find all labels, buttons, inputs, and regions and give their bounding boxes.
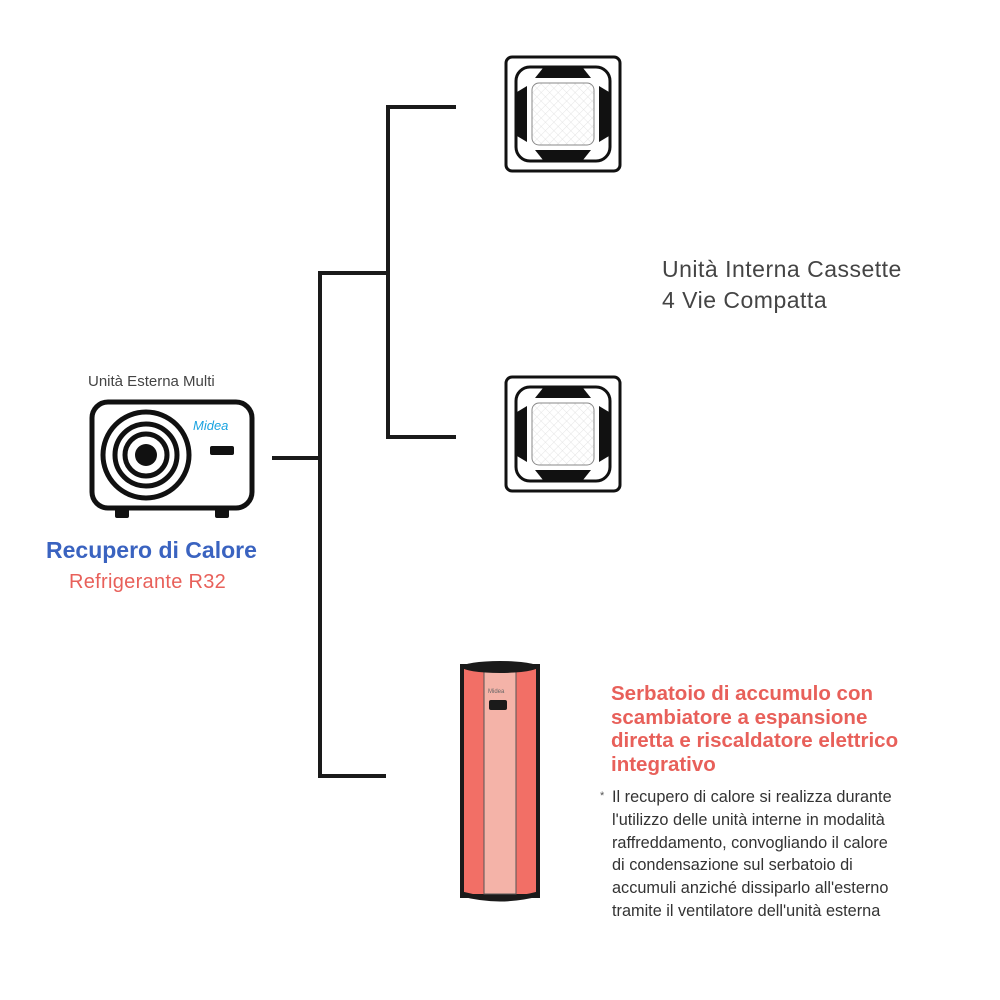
heat-recovery-title: Recupero di Calore <box>46 537 257 563</box>
footnote-line: tramite il ventilatore dell'unità estern… <box>612 901 881 920</box>
pipe-to-cassette-2 <box>386 435 456 439</box>
pipe-indoor-riser <box>386 105 390 439</box>
footnote-line: l'utilizzo delle unità interne in modali… <box>612 810 885 829</box>
pipe-outdoor-stub <box>272 456 322 460</box>
footnote-marker: * <box>600 790 605 802</box>
outdoor-unit-label: Unità Esterna Multi <box>88 373 215 390</box>
pipe-to-cassette-1 <box>386 105 456 109</box>
tank-title-line: Serbatoio di accumulo con <box>611 682 873 705</box>
cassette-label-line-1: Unità Interna Cassette <box>662 256 902 282</box>
tank-title-line: scambiatore a espansione <box>611 705 868 729</box>
cassette-label-line-2: 4 Vie Compatta <box>662 287 828 313</box>
footnote-line: Il recupero di calore si realizza durant… <box>612 788 892 806</box>
cassette-unit-1-icon <box>504 55 622 173</box>
refrigerant-label: Refrigerante R32 <box>69 571 227 593</box>
outdoor-unit-icon: Midea <box>89 399 255 518</box>
footnote-line: accumuli anziché dissiparlo all'esterno <box>612 879 889 898</box>
footnote-line: raffreddamento, convogliando il calore <box>612 833 888 852</box>
tank-brand-logo: Midea <box>488 689 505 695</box>
tank-title: Serbatoio di accumulo con scambiatore a … <box>611 682 898 776</box>
cassette-unit-2-icon <box>504 375 622 493</box>
brand-logo: Midea <box>193 418 228 433</box>
tank-title-line: diretta e riscaldatore elettrico <box>611 729 899 752</box>
pipe-to-tank <box>318 774 386 778</box>
storage-tank-icon: Midea <box>460 661 540 902</box>
footnote-line: di condensazione sul serbatoio di <box>612 856 853 875</box>
pipe-branch-indoor <box>318 271 390 275</box>
cassette-label: Unità Interna Cassette 4 Vie Compatta <box>662 254 902 316</box>
footnote: Il recupero di calore si realizza durant… <box>612 786 892 923</box>
pipe-main-trunk <box>318 271 322 778</box>
tank-title-line: integrativo <box>611 752 716 776</box>
